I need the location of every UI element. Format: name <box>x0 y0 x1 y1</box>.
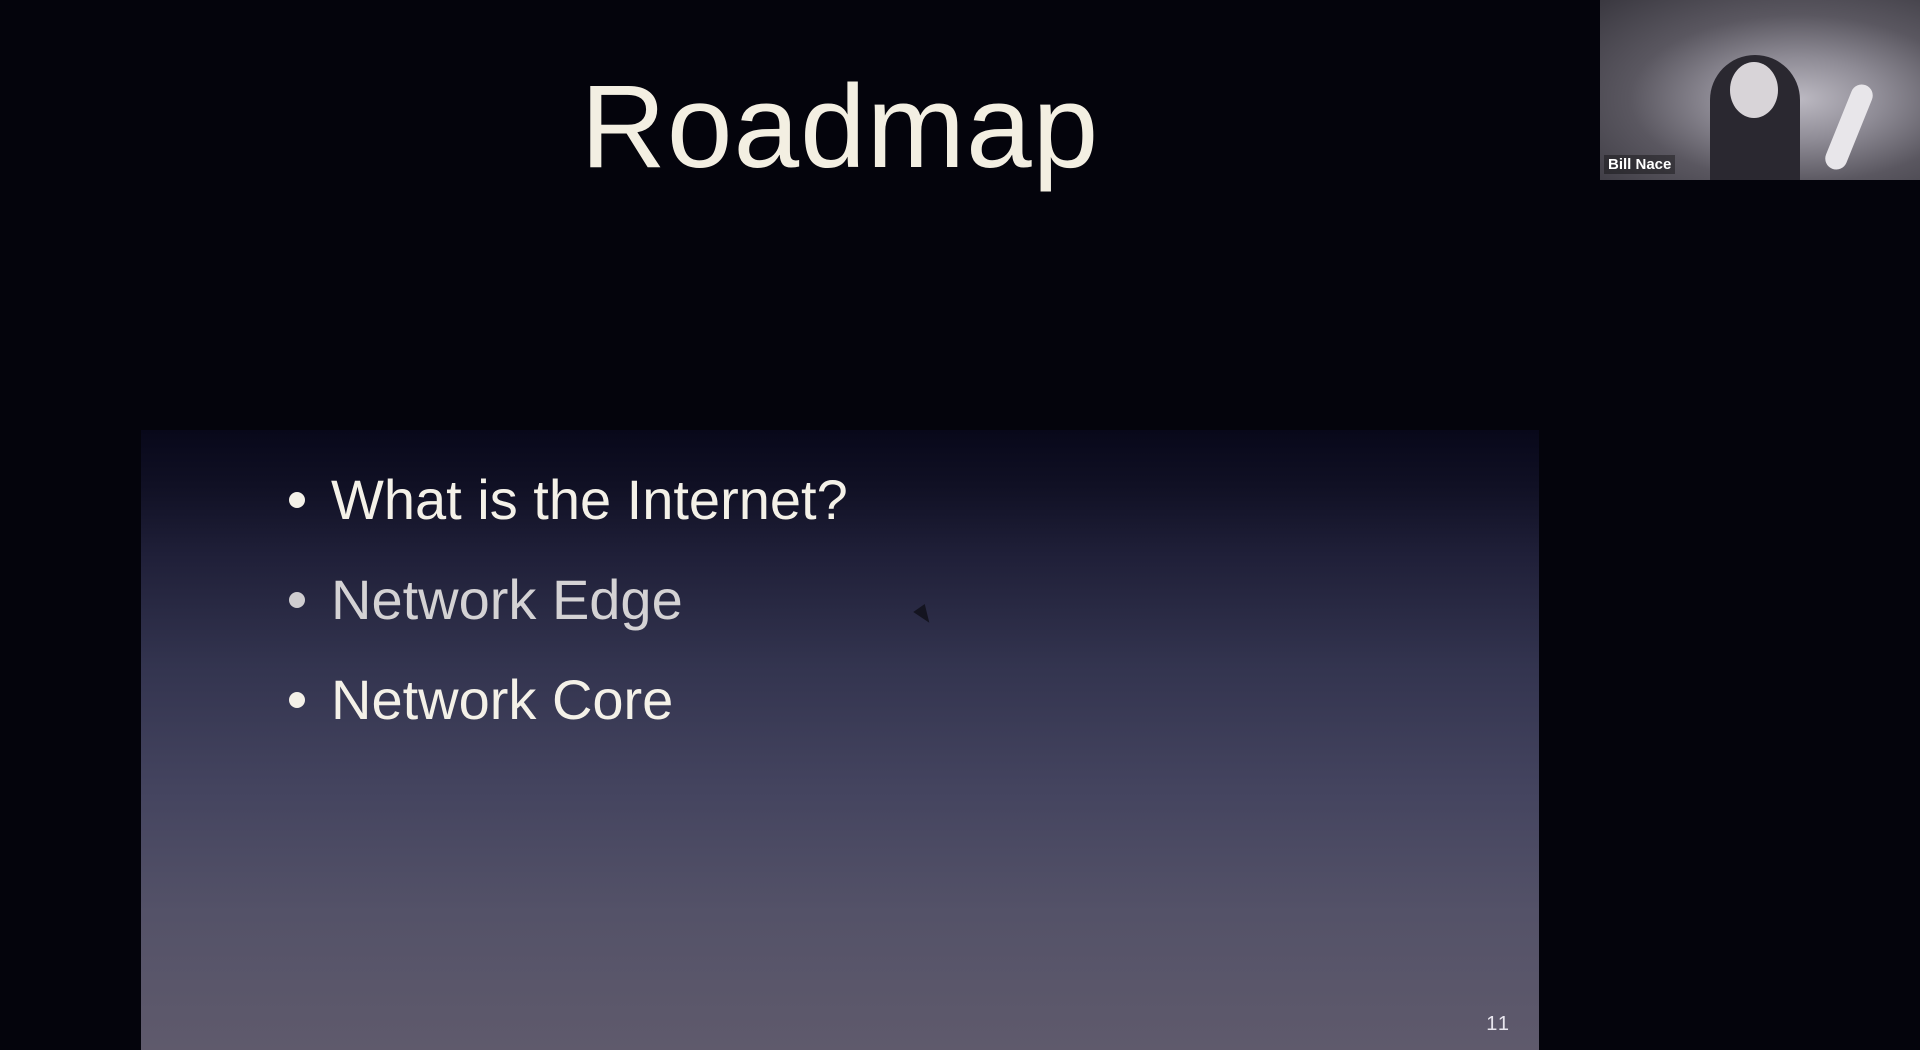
slide-number: 11 <box>1486 1013 1511 1035</box>
participant-arm <box>1821 81 1877 173</box>
bullet-text: Network Edge <box>331 568 683 631</box>
bullet-list: What is the Internet? Network Edge Netwo… <box>289 450 848 750</box>
bullet-item-network-core: Network Core <box>289 650 848 750</box>
participant-name-label: Bill Nace <box>1604 155 1676 174</box>
bullet-text: What is the Internet? <box>331 468 848 531</box>
bullet-item-internet: What is the Internet? <box>289 450 848 550</box>
bullet-text: Network Core <box>331 668 674 731</box>
bullet-item-network-edge: Network Edge <box>289 550 848 650</box>
bullet-dot-icon <box>289 692 305 708</box>
participant-video-tile[interactable]: Bill Nace <box>1600 0 1920 180</box>
bullet-dot-icon <box>289 592 305 608</box>
slide-title: Roadmap <box>580 61 1100 193</box>
participant-face <box>1730 62 1778 118</box>
slide-content-area: What is the Internet? Network Edge Netwo… <box>141 430 1539 1050</box>
bullet-dot-icon <box>289 492 305 508</box>
